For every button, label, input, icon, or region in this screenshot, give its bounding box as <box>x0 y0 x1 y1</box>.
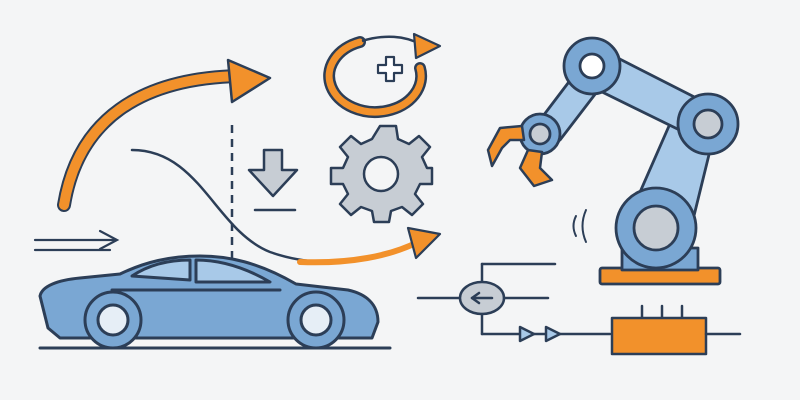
refresh-plus-icon <box>323 32 442 118</box>
control-loop-diagram-icon <box>416 262 612 343</box>
gear-icon <box>329 124 434 224</box>
robotic-arm-icon <box>518 36 740 286</box>
curved-growth-arrow-icon <box>57 58 272 212</box>
sedan-car-icon <box>38 254 392 350</box>
vibration-marks-icon <box>572 209 587 243</box>
circuit-module-icon <box>610 304 742 356</box>
down-arrow-icon <box>247 148 299 212</box>
s-curve-arrow-icon <box>130 148 442 266</box>
speed-lines-icon <box>33 229 120 252</box>
gripper-claw-icon <box>486 124 554 188</box>
